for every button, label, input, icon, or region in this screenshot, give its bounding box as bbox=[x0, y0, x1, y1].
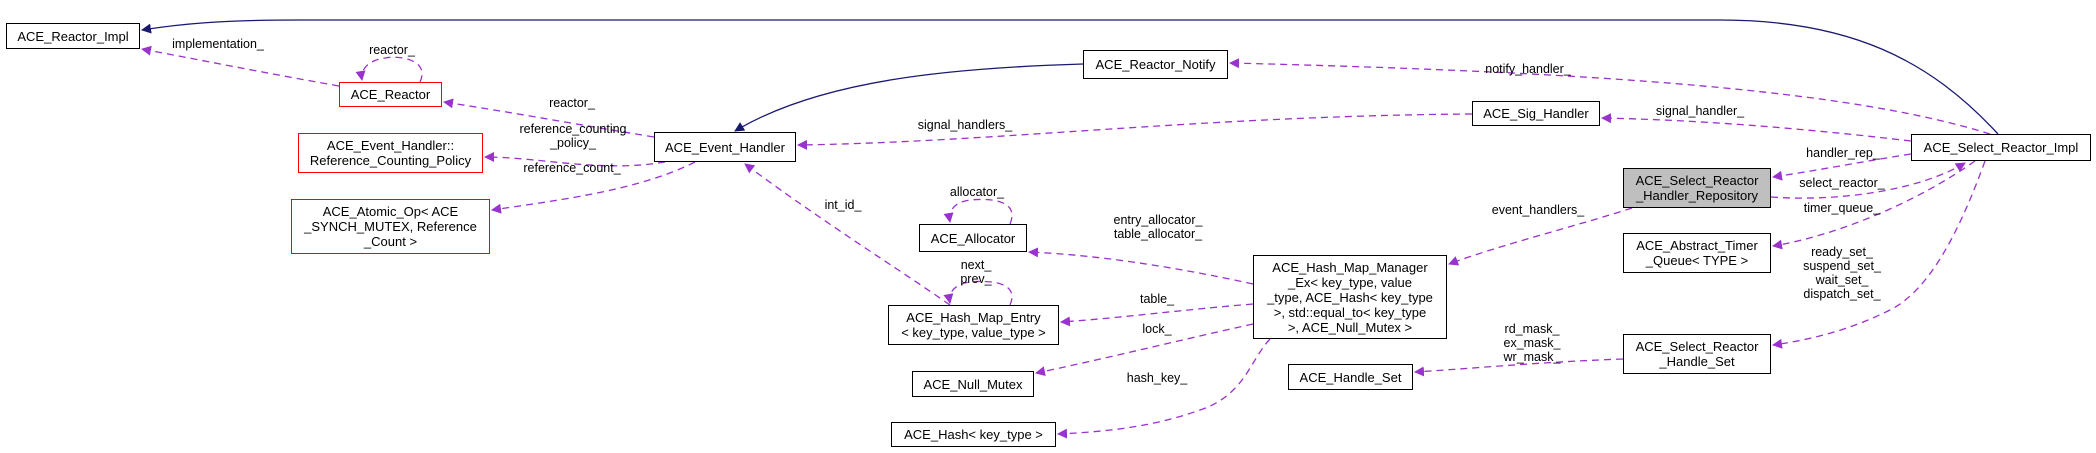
edge-reference-counting-policy bbox=[484, 152, 666, 167]
label-implementation: implementation_ bbox=[172, 37, 264, 51]
label-timer-queue: timer_queue_ bbox=[1803, 201, 1881, 215]
node-ace-hash-map-entry[interactable]: ACE_Hash_Map_Entry < key_type, value_typ… bbox=[888, 305, 1059, 345]
edge-event-handlers bbox=[1448, 207, 1633, 266]
edge-table bbox=[1060, 303, 1254, 327]
label-reactor-self: reactor_ bbox=[369, 43, 415, 57]
edge-rd-ex-wr-mask bbox=[1414, 358, 1624, 377]
label-reference-counting-policy: reference_counting _policy_ bbox=[519, 122, 627, 150]
edge-select-reactor bbox=[1770, 162, 1966, 199]
node-ace-reactor-notify[interactable]: ACE_Reactor_Notify bbox=[1083, 50, 1228, 79]
edge-reactor-self bbox=[355, 56, 423, 83]
edge-reference-count bbox=[491, 161, 696, 214]
label-table: table_ bbox=[1139, 292, 1175, 306]
edge-signal-handler bbox=[1601, 113, 1912, 142]
edge-allocator-self bbox=[943, 198, 1013, 225]
label-lock: lock_ bbox=[1142, 322, 1172, 336]
edge-int-id bbox=[744, 163, 951, 306]
node-ace-atomic-op[interactable]: ACE_Atomic_Op< ACE _SYNCH_MUTEX, Referen… bbox=[291, 199, 490, 254]
edge-hash-key bbox=[1057, 338, 1271, 439]
edge-select-reactor-impl-to-reactor-impl bbox=[141, 19, 1999, 135]
node-ace-null-mutex[interactable]: ACE_Null_Mutex bbox=[912, 371, 1034, 397]
node-ace-reactor[interactable]: ACE_Reactor bbox=[339, 82, 442, 107]
label-next-prev: next_ prev_ bbox=[960, 258, 992, 286]
label-ready-suspend-wait-dispatch: ready_set_ suspend_set_ wait_set_ dispat… bbox=[1803, 245, 1881, 301]
label-reference-count: reference_count_ bbox=[523, 161, 621, 175]
label-allocator-self: allocator_ bbox=[949, 185, 1005, 199]
node-ace-event-handler[interactable]: ACE_Event_Handler bbox=[654, 132, 796, 162]
label-signal-handlers: signal_handlers_ bbox=[917, 118, 1013, 132]
edge-entry-table-allocator bbox=[1028, 247, 1254, 285]
node-ace-hash[interactable]: ACE_Hash< key_type > bbox=[891, 422, 1056, 447]
edge-event-handler-reactor bbox=[443, 98, 655, 138]
label-hash-key: hash_key_ bbox=[1126, 371, 1188, 385]
label-entry-table-allocator: entry_allocator_ table_allocator_ bbox=[1113, 213, 1203, 241]
edge-handler-rep bbox=[1772, 153, 1912, 181]
label-notify-handler: notify_handler_ bbox=[1485, 62, 1571, 76]
edge-reactor-notify-to-event-handler bbox=[734, 63, 1084, 132]
label-event-handlers: event_handlers_ bbox=[1491, 203, 1585, 217]
node-ace-handle-set[interactable]: ACE_Handle_Set bbox=[1288, 364, 1413, 390]
node-ace-abstract-timer-queue[interactable]: ACE_Abstract_Timer _Queue< TYPE > bbox=[1623, 233, 1771, 273]
label-int-id: int_id_ bbox=[824, 198, 862, 212]
node-ace-select-reactor-handle-set[interactable]: ACE_Select_Reactor _Handle_Set bbox=[1623, 334, 1771, 374]
node-ace-select-reactor-handler-repository[interactable]: ACE_Select_Reactor _Handler_Repository bbox=[1623, 168, 1771, 208]
label-select-reactor: select_reactor_ bbox=[1799, 176, 1885, 190]
node-reference-counting-policy[interactable]: ACE_Event_Handler:: Reference_Counting_P… bbox=[298, 133, 483, 173]
edge-signal-handlers bbox=[797, 113, 1473, 150]
node-ace-select-reactor-impl[interactable]: ACE_Select_Reactor_Impl bbox=[1911, 134, 2091, 161]
label-signal-handler: signal_handler_ bbox=[1655, 104, 1745, 118]
label-handler-rep: handler_rep_ bbox=[1806, 146, 1880, 160]
node-ace-hash-map-manager-ex[interactable]: ACE_Hash_Map_Manager _Ex< key_type, valu… bbox=[1253, 255, 1447, 339]
node-ace-reactor-impl[interactable]: ACE_Reactor_Impl bbox=[6, 23, 140, 49]
edge-lock bbox=[1035, 323, 1254, 377]
edge-ready-suspend-wait-dispatch bbox=[1772, 160, 1986, 349]
edge-hash-map-entry-self bbox=[943, 280, 1013, 306]
node-ace-allocator[interactable]: ACE_Allocator bbox=[919, 224, 1027, 252]
edge-notify-handler bbox=[1229, 58, 1991, 135]
label-rd-ex-wr-mask: rd_mask_ ex_mask_ wr_mask_ bbox=[1503, 322, 1561, 364]
node-ace-sig-handler[interactable]: ACE_Sig_Handler bbox=[1472, 101, 1600, 126]
edge-implementation bbox=[141, 45, 340, 87]
label-reactor: reactor_ bbox=[549, 96, 595, 110]
edge-timer-queue bbox=[1772, 160, 1976, 250]
